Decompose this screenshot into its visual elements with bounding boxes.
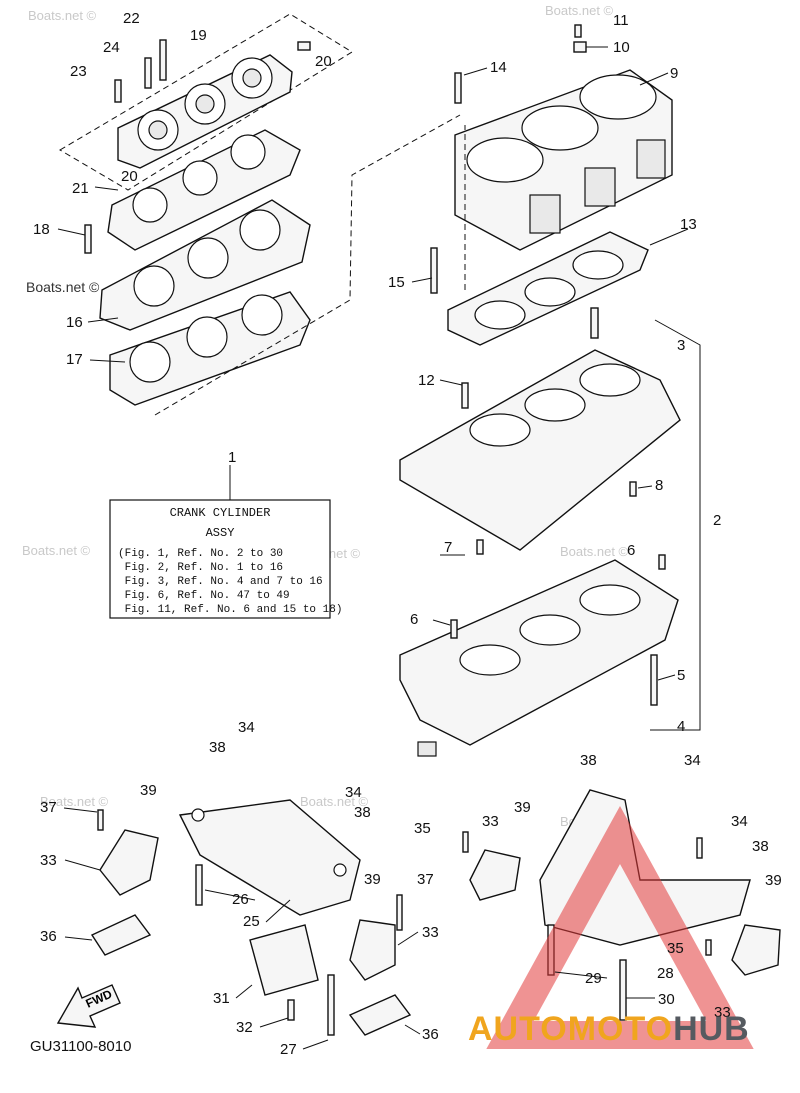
callout-number: 33 <box>40 852 57 869</box>
callout-number: 5 <box>677 667 685 684</box>
callout-number: 20 <box>121 168 138 185</box>
head-gasket-17 <box>109 291 311 406</box>
watermark-text: Boats.net © <box>28 8 97 23</box>
mount-rubber-33-right <box>731 924 781 976</box>
callout-number: 39 <box>765 872 782 889</box>
watermark-text: Boats.net © <box>22 543 91 558</box>
logo-part1: AUTOMOTO <box>468 1010 674 1048</box>
assy-title-line2: ASSY <box>206 526 235 540</box>
callout-number: 34 <box>345 784 362 801</box>
callout-number: 25 <box>243 913 260 930</box>
assy-ref-line: Fig. 6, Ref. No. 47 to 49 <box>118 590 290 602</box>
mount-plate-36-right <box>348 994 412 1036</box>
mount-rubber-33-center-left <box>349 919 396 981</box>
assy-ref-line: Fig. 2, Ref. No. 1 to 16 <box>118 562 283 574</box>
mount-rubber-33-center-right <box>469 849 521 901</box>
callout-number: 38 <box>209 739 226 756</box>
assy-title-line1: CRANK CYLINDER <box>170 506 271 520</box>
callout-number: 9 <box>670 65 678 82</box>
callout-number: 11 <box>613 12 629 29</box>
cylinder-head-16 <box>99 199 311 331</box>
callout-number: 4 <box>677 718 685 735</box>
assembly-line <box>154 114 461 416</box>
callout-number: 37 <box>40 799 57 816</box>
callout-number: 38 <box>580 752 597 769</box>
callout-number: 8 <box>655 477 663 494</box>
callout-number: 34 <box>684 752 701 769</box>
automotohub-triangle-icon <box>486 805 754 1049</box>
diagram-code: GU31100-8010 <box>30 1038 132 1055</box>
callout-number: 33 <box>422 924 439 941</box>
callout-number: 33 <box>482 813 499 830</box>
cylinder-block-9 <box>454 69 673 251</box>
mount-housing-31 <box>249 924 319 996</box>
cylinder-gasket-13 <box>447 231 649 346</box>
callout-number: 26 <box>232 891 249 908</box>
small-parts <box>84 24 666 706</box>
logo-part2: HUB <box>673 1010 750 1048</box>
callout-number: 39 <box>514 799 531 816</box>
callout-number: 23 <box>70 63 87 80</box>
callout-number: 39 <box>140 782 157 799</box>
mount-plate-36-left <box>90 914 152 956</box>
assy-ref-line: Fig. 11, Ref. No. 6 and 15 to 18) <box>118 604 342 616</box>
ref-bracket <box>650 319 701 731</box>
callout-number: 38 <box>752 838 769 855</box>
watermark-text: Boats.net © <box>300 794 369 809</box>
watermark-text: Boats.net © <box>26 279 100 295</box>
callout-number: 12 <box>418 372 435 389</box>
callout-number: 16 <box>66 314 83 331</box>
crankcase-upper-3 <box>399 349 681 551</box>
callout-number: 18 <box>33 221 50 238</box>
callout-number: 29 <box>585 970 602 987</box>
callout-number: 6 <box>627 542 635 559</box>
callout-number: 14 <box>490 59 507 76</box>
watermark-text: Boats.net © <box>545 3 614 18</box>
callout-number: 21 <box>72 180 89 197</box>
callout-number: 37 <box>417 871 434 888</box>
callout-number: 35 <box>414 820 431 837</box>
automotohub-logo: AUTOMOTOHUB <box>468 1010 798 1050</box>
callout-number: 36 <box>40 928 57 945</box>
callout-number: 10 <box>613 39 630 56</box>
callout-number: 6 <box>410 611 418 628</box>
callout-number: 28 <box>657 965 674 982</box>
callout-number: 19 <box>190 27 207 44</box>
callout-number: 22 <box>123 10 140 27</box>
assy-ref-line: (Fig. 1, Ref. No. 2 to 30 <box>118 548 283 560</box>
callout-number: 31 <box>213 990 230 1007</box>
head-cover-group <box>59 13 353 191</box>
callout-number: 2 <box>713 512 721 529</box>
callout-number: 7 <box>444 539 452 556</box>
callout-number: 20 <box>315 53 332 70</box>
callout-number: 17 <box>66 351 83 368</box>
callout-number: 35 <box>667 940 684 957</box>
callout-number: 33 <box>714 1004 731 1021</box>
assy-ref-line: Fig. 3, Ref. No. 4 and 7 to 16 <box>118 576 323 588</box>
engine-mount-bracket-25 <box>178 799 361 916</box>
callout-number: 30 <box>658 991 675 1008</box>
callout-number: 3 <box>677 337 685 354</box>
callout-number: 32 <box>236 1019 253 1036</box>
head-gasket-21 <box>107 129 301 251</box>
mount-rubber-33-left <box>99 829 159 896</box>
callout-number: 34 <box>731 813 748 830</box>
crankcase-lower-4 <box>399 559 679 757</box>
callout-number: 34 <box>238 719 255 736</box>
callout-labels: 1 2 3 4 5 6 6 7 8 9 10 11 12 13 14 15 16… <box>33 10 782 1058</box>
callout-number: 27 <box>280 1041 297 1058</box>
callout-number: 39 <box>364 871 381 888</box>
callout-number: 13 <box>680 216 697 233</box>
watermark-text: Boats.net © <box>40 794 109 809</box>
callout-number: 36 <box>422 1026 439 1043</box>
callout-number: 38 <box>354 804 371 821</box>
callout-number: 15 <box>388 274 405 291</box>
callout-number: 1 <box>228 449 236 466</box>
watermark-text: Boats.net © <box>560 544 629 559</box>
assy-callout-box: CRANK CYLINDER ASSY (Fig. 1, Ref. No. 2 … <box>109 465 342 619</box>
leader-lines <box>57 46 689 1050</box>
forward-arrow-icon: FWD <box>56 984 121 1028</box>
callout-number: 24 <box>103 39 120 56</box>
